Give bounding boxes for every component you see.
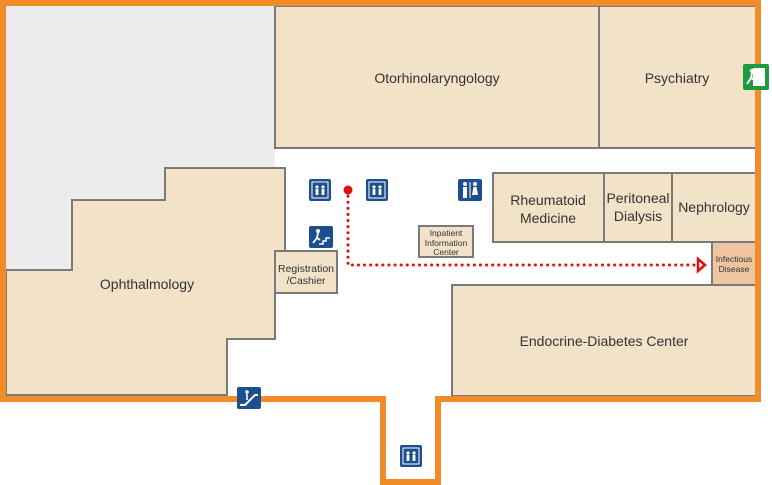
route-arrow [696, 256, 707, 274]
room-label: Psychiatry [645, 70, 710, 86]
route-path [346, 188, 702, 267]
elevator-icon[interactable] [400, 445, 422, 467]
room-label: Information [425, 238, 468, 248]
room-infectious-disease[interactable]: Infectious Disease [711, 241, 757, 286]
restroom-icon[interactable] [458, 179, 482, 201]
elevator-icon[interactable] [309, 179, 331, 201]
room-label: Peritoneal [606, 190, 669, 206]
restricted-area [6, 6, 275, 270]
room-label: Infectious [716, 254, 752, 264]
room-rheumatoid-medicine[interactable]: Rheumatoid Medicine [492, 172, 605, 243]
current-location-marker [343, 185, 353, 195]
room-psychiatry[interactable]: Psychiatry [598, 5, 757, 149]
room-label: /Cashier [286, 275, 326, 287]
room-label: Ophthalmology [100, 276, 194, 292]
stairs-icon[interactable] [309, 226, 333, 248]
room-peritoneal-dialysis[interactable]: Peritoneal Dialysis [603, 172, 673, 243]
room-ophthalmology[interactable]: Ophthalmology [5, 167, 286, 396]
elevator-icon[interactable] [366, 179, 388, 201]
room-label: Nephrology [678, 199, 750, 215]
room-nephrology[interactable]: Nephrology [671, 172, 757, 243]
room-inpatient-information-center[interactable]: Inpatient Information Center [418, 225, 474, 258]
room-label: Dialysis [614, 208, 662, 224]
room-label: Registration [278, 263, 334, 275]
room-label: Disease [719, 264, 750, 274]
room-label: Medicine [520, 210, 576, 226]
escalator-icon[interactable] [237, 387, 261, 409]
room-label: Rheumatoid [510, 192, 586, 208]
room-label: Endocrine-Diabetes Center [520, 333, 689, 349]
room-otorhinolaryngology[interactable]: Otorhinolaryngology [274, 5, 600, 149]
room-label: Inpatient [430, 228, 463, 238]
room-endocrine-diabetes-center[interactable]: Endocrine-Diabetes Center [451, 284, 757, 397]
room-label: Otorhinolaryngology [374, 70, 499, 86]
room-registration-cashier[interactable]: Registration /Cashier [274, 250, 338, 294]
emergency-exit-icon[interactable] [743, 64, 769, 90]
room-label: Center [433, 247, 459, 257]
